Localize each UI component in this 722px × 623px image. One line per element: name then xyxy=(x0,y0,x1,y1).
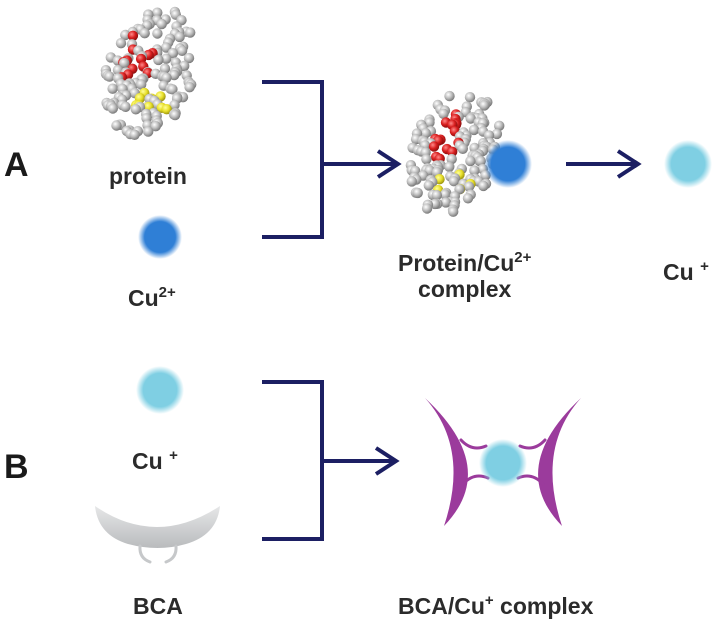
protein-atom xyxy=(444,90,455,102)
protein-atom xyxy=(153,54,164,66)
bracket-a xyxy=(262,80,402,239)
protein-atom xyxy=(469,165,480,176)
bracket-b xyxy=(262,380,400,541)
panel-label-b: B xyxy=(4,448,29,486)
cu2-label-base: Cu xyxy=(128,285,159,311)
protein-atom xyxy=(176,45,188,56)
protein-atom xyxy=(440,197,451,208)
protein-atom xyxy=(119,57,130,69)
protein-atom xyxy=(143,126,154,137)
protein-atom xyxy=(130,104,141,115)
protein-atom xyxy=(448,176,460,187)
protein-cu2-complex-label: Protein/Cu2+ complex xyxy=(398,249,532,303)
protein-atom xyxy=(457,143,468,154)
protein-atom xyxy=(431,190,442,201)
protein-atom xyxy=(463,181,475,192)
protein-atom xyxy=(161,72,172,84)
bca-cu-complex-label: BCA/Cu+ complex xyxy=(398,592,594,619)
protein-atom xyxy=(421,203,433,214)
bca-molecule xyxy=(95,506,220,564)
protein-atom xyxy=(111,120,122,131)
protein-atom xyxy=(184,82,195,93)
protein-atom xyxy=(136,79,147,90)
cu2-ion xyxy=(138,215,182,259)
arrow-a2 xyxy=(566,149,642,179)
cu1-ion-product xyxy=(664,140,712,188)
protein-atom xyxy=(150,121,161,132)
protein-atom xyxy=(185,27,196,38)
protein-atom xyxy=(152,28,163,39)
protein-atom xyxy=(139,28,150,39)
protein-atom xyxy=(183,52,195,64)
protein-atom xyxy=(161,104,172,115)
cu1-label: Cu + xyxy=(132,447,178,474)
protein-atom xyxy=(169,99,180,111)
protein-atom xyxy=(478,180,489,192)
protein-atom xyxy=(465,155,476,167)
protein-atom xyxy=(438,108,449,120)
complex-label-line2: complex xyxy=(418,276,512,303)
protein-atom xyxy=(107,103,119,114)
protein-atom xyxy=(468,124,480,136)
protein-atom xyxy=(494,120,505,131)
cu1-ion xyxy=(136,366,184,414)
panel-label-a: A xyxy=(4,146,29,184)
protein-molecule xyxy=(100,6,197,140)
protein-atom xyxy=(129,129,140,140)
protein-atom xyxy=(412,187,423,199)
protein-atom xyxy=(406,176,417,187)
protein-atom xyxy=(107,83,118,94)
protein-atom xyxy=(421,154,432,165)
protein-atom xyxy=(465,113,476,124)
protein-atom xyxy=(174,31,185,43)
bca-label: BCA xyxy=(133,593,183,619)
protein-atom xyxy=(448,206,459,217)
complex-label-line1: Protein/Cu2+ xyxy=(398,249,532,276)
protein-atom xyxy=(104,71,115,82)
protein-atom xyxy=(169,109,181,121)
protein-atom xyxy=(152,7,163,18)
protein-atom xyxy=(491,128,503,140)
cu1-ion-chelated xyxy=(479,439,527,487)
protein-atom xyxy=(127,30,139,41)
protein-label: protein xyxy=(109,163,187,189)
protein-atom xyxy=(120,101,131,113)
cu2-ion-bound xyxy=(484,140,532,188)
protein-atom xyxy=(439,189,451,200)
cu2-label-charge: 2+ xyxy=(158,284,176,301)
protein-atom xyxy=(115,38,127,49)
protein-atom xyxy=(159,63,171,74)
cu1-product-label: Cu + xyxy=(663,258,709,285)
protein-atom xyxy=(423,180,434,191)
protein-atom xyxy=(167,84,178,95)
protein-atom xyxy=(120,29,131,41)
protein-atom xyxy=(156,18,167,30)
protein-atom xyxy=(475,155,486,167)
protein-atom xyxy=(479,100,490,111)
bca-cu-complex xyxy=(425,398,581,526)
cu2-label: Cu2+ xyxy=(128,284,176,311)
protein-atom xyxy=(444,161,455,172)
protein-atom xyxy=(428,141,440,152)
protein-atom xyxy=(464,92,476,103)
protein-atom xyxy=(161,53,172,64)
protein-complex-molecule xyxy=(405,90,505,217)
protein-atom xyxy=(462,193,474,204)
